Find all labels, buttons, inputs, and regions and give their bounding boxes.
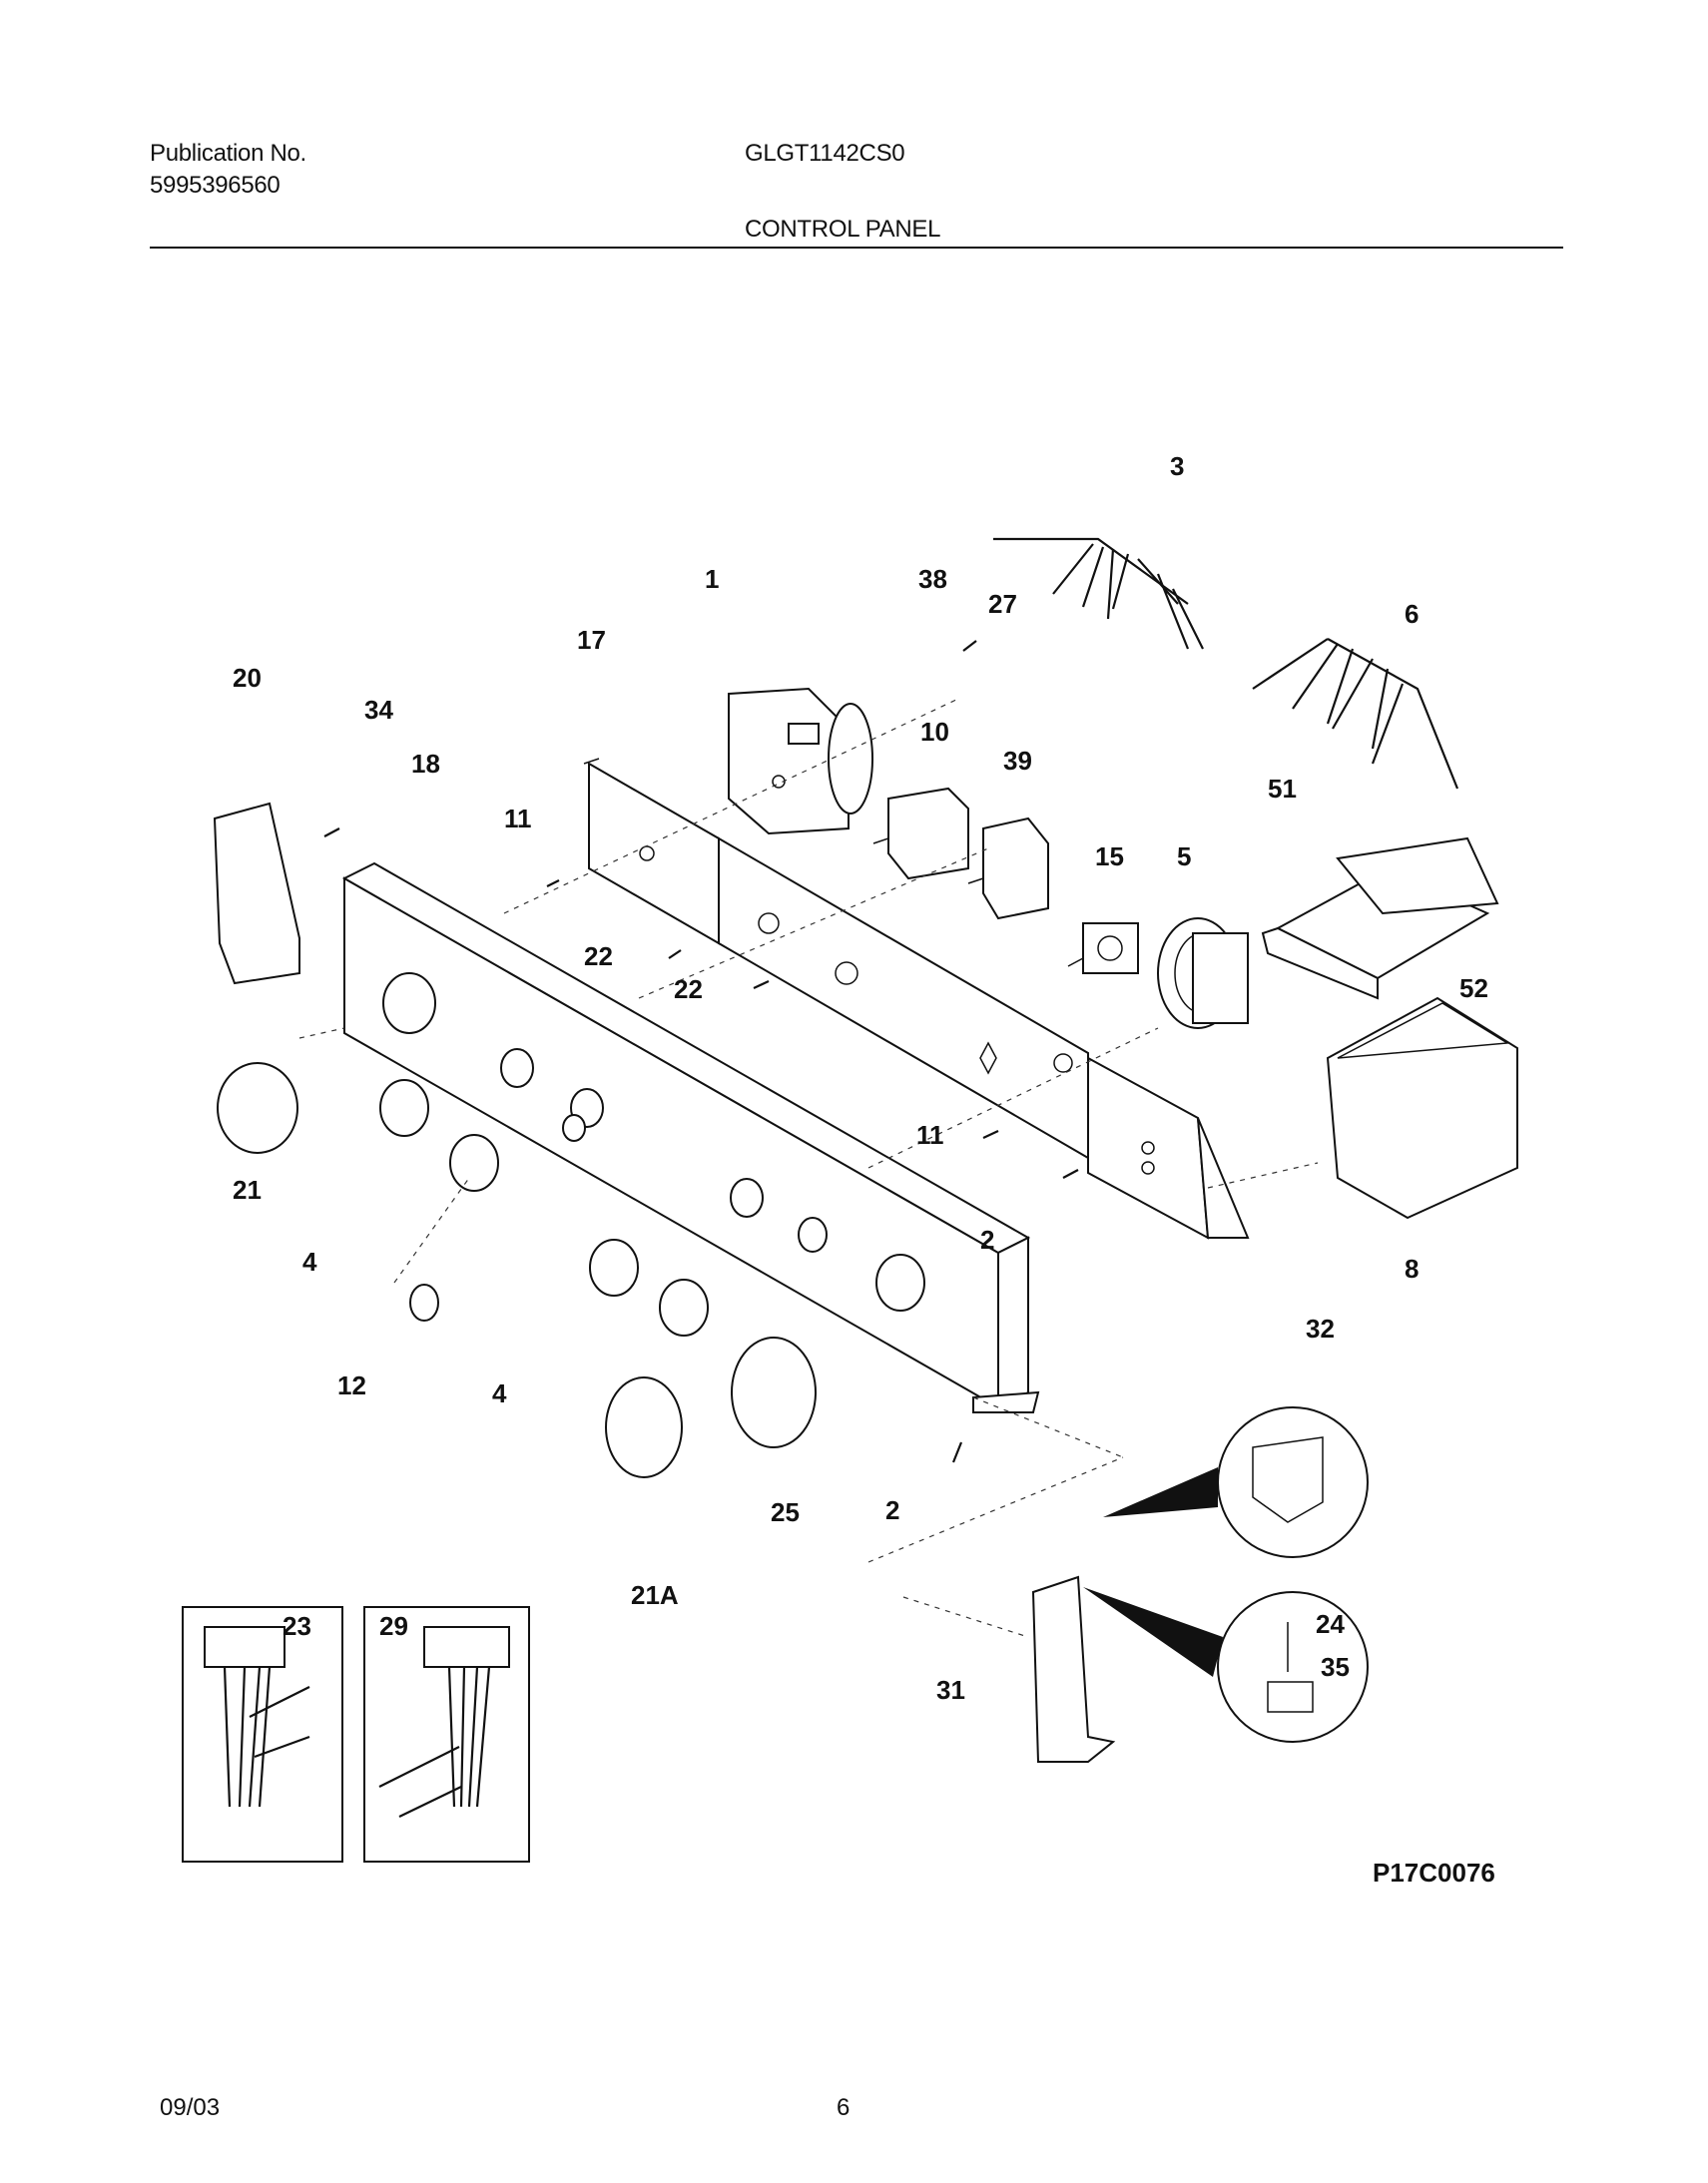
callout-11a: 11 bbox=[504, 804, 532, 833]
callout-1: 1 bbox=[705, 564, 719, 594]
callout-20: 20 bbox=[233, 663, 262, 693]
screws bbox=[323, 640, 1079, 1463]
callout-15: 15 bbox=[1095, 841, 1124, 871]
figure-code: P17C0076 bbox=[1373, 1858, 1495, 1888]
rear-mounting-bracket bbox=[583, 758, 1250, 1240]
model-number: GLGT1142CS0 bbox=[745, 140, 905, 167]
callout-27: 27 bbox=[988, 589, 1017, 619]
selector-switch-39 bbox=[967, 817, 1049, 920]
callout-21: 21 bbox=[233, 1175, 262, 1205]
footer-date: 09/03 bbox=[160, 2094, 221, 2121]
callout-4a: 4 bbox=[302, 1247, 317, 1277]
callout-17: 17 bbox=[577, 625, 606, 655]
detail-circle-24-35 bbox=[1083, 1587, 1369, 1743]
end-cap-left-20 bbox=[213, 802, 300, 985]
actuator-assembly-8 bbox=[1326, 996, 1518, 1220]
page-number: 6 bbox=[837, 2094, 851, 2121]
callout-51: 51 bbox=[1268, 774, 1297, 804]
callout-12: 12 bbox=[337, 1370, 366, 1400]
harness-box-29 bbox=[363, 1606, 530, 1863]
callout-5: 5 bbox=[1177, 841, 1191, 871]
callout-34: 34 bbox=[364, 695, 393, 725]
callout-18: 18 bbox=[411, 749, 440, 779]
knobs bbox=[217, 1062, 817, 1478]
callout-23: 23 bbox=[283, 1611, 311, 1641]
callout-25: 25 bbox=[771, 1497, 800, 1527]
callout-29: 29 bbox=[379, 1611, 408, 1641]
wire-harness-3 bbox=[993, 537, 1204, 650]
callout-38: 38 bbox=[918, 564, 947, 594]
callout-6: 6 bbox=[1405, 599, 1419, 629]
callout-35: 35 bbox=[1321, 1652, 1350, 1682]
callout-32: 32 bbox=[1306, 1314, 1335, 1344]
callout-31: 31 bbox=[936, 1675, 965, 1705]
section-title: CONTROL PANEL bbox=[745, 216, 941, 243]
callout-labels: 1 2 2 3 4 4 5 6 8 10 11 11 12 15 17 18 2… bbox=[233, 451, 1488, 1705]
callout-39: 39 bbox=[1003, 746, 1032, 776]
end-cap-right-31 bbox=[1031, 1575, 1116, 1763]
timer-part bbox=[728, 687, 873, 835]
callout-2a: 2 bbox=[980, 1225, 994, 1255]
callout-2b: 2 bbox=[885, 1495, 899, 1525]
callout-8: 8 bbox=[1405, 1254, 1419, 1284]
harness-box-23 bbox=[182, 1606, 343, 1863]
wire-harness-6 bbox=[1252, 638, 1459, 790]
callout-11b: 11 bbox=[916, 1120, 944, 1150]
selector-switch-10 bbox=[872, 787, 969, 880]
callout-22b: 22 bbox=[674, 974, 703, 1004]
temperature-switch-15 bbox=[1067, 922, 1139, 974]
water-level-switch-5 bbox=[1157, 917, 1249, 1029]
publication-label: Publication No. bbox=[150, 140, 306, 167]
publication-number: 5995396560 bbox=[150, 172, 281, 199]
callout-21a: 21A bbox=[631, 1580, 679, 1610]
callout-24: 24 bbox=[1316, 1609, 1345, 1639]
callout-3: 3 bbox=[1170, 451, 1184, 481]
callout-22a: 22 bbox=[584, 941, 613, 971]
callout-52: 52 bbox=[1459, 973, 1488, 1003]
header-divider bbox=[150, 247, 1563, 249]
alignment-lines bbox=[298, 698, 1319, 1638]
callout-10: 10 bbox=[920, 717, 949, 747]
detail-circle-32 bbox=[1103, 1406, 1369, 1558]
electronic-control-board bbox=[1261, 836, 1499, 1000]
callout-4b: 4 bbox=[492, 1378, 507, 1408]
